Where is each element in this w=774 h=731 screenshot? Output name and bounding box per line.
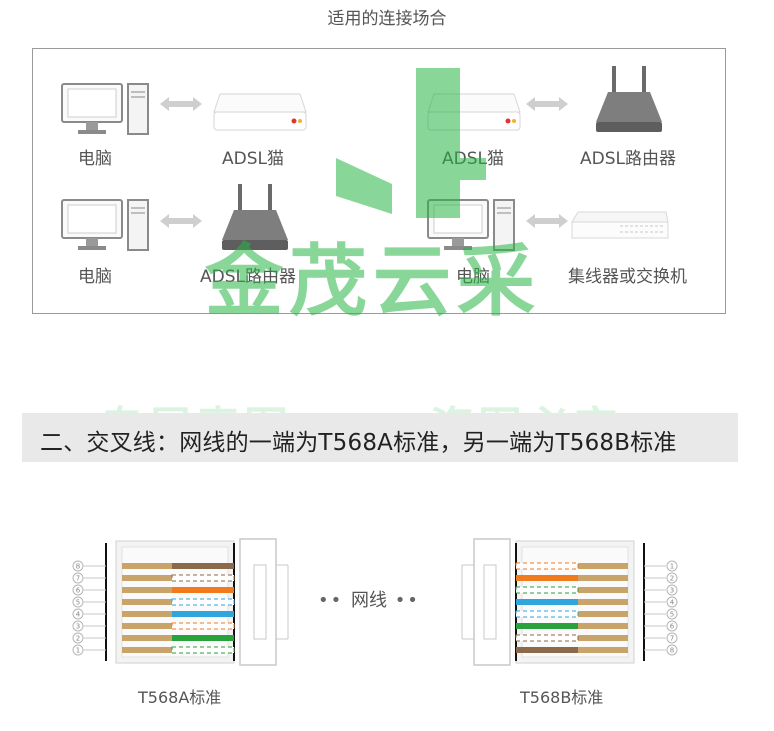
pin-number: 5 xyxy=(670,611,674,619)
watermark-text: 金茂云采 xyxy=(205,237,542,327)
pin-number: 8 xyxy=(670,647,674,655)
page-title: 适用的连接场合 xyxy=(327,9,447,29)
cable-label: •• 网线 •• xyxy=(318,590,420,611)
section-heading: 二、交叉线：网线的一端为T568A标准，另一端为T568B标准 xyxy=(40,430,677,456)
pin-number: 3 xyxy=(76,623,80,631)
scenario-label: ADSL猫 xyxy=(222,149,284,169)
network-switch-icon xyxy=(571,211,669,239)
pin-number: 6 xyxy=(670,623,675,631)
bidirectional-arrow-icon xyxy=(526,97,568,111)
scenario-label: 电脑 xyxy=(78,149,112,169)
pin-number: 7 xyxy=(670,635,674,643)
bidirectional-arrow-icon xyxy=(160,97,202,111)
connector-label: T568A标准 xyxy=(138,688,222,707)
watermark-logo-icon xyxy=(336,68,486,218)
pin-number: 6 xyxy=(76,587,81,595)
section-banner: 二、交叉线：网线的一端为T568A标准，另一端为T568B标准 xyxy=(22,413,738,462)
bidirectional-arrow-icon xyxy=(160,214,202,228)
scenario-label: 集线器或交换机 xyxy=(568,267,687,287)
pin-number: 4 xyxy=(670,599,675,607)
computer-icon xyxy=(61,199,149,251)
rj45-connector-t568b: 1 2 3 4 5 6 7 8 xyxy=(461,538,678,666)
scenario-label: ADSL路由器 xyxy=(580,149,676,169)
scenario-label: 电脑 xyxy=(78,267,112,287)
pin-number: 1 xyxy=(670,563,674,571)
scenario-label: 电脑 xyxy=(456,267,490,287)
adsl-router-icon xyxy=(596,66,662,132)
scenario-label: ADSL路由器 xyxy=(200,267,296,287)
adsl-modem-icon xyxy=(213,93,307,131)
pin-number: 4 xyxy=(76,611,81,619)
rj45-connector-t568a: 8 7 6 5 4 3 2 1 xyxy=(72,538,289,666)
pin-number: 2 xyxy=(76,635,80,643)
pin-number: 2 xyxy=(670,575,674,583)
pin-number: 3 xyxy=(670,587,674,595)
pin-number: 5 xyxy=(76,599,80,607)
adsl-router-icon xyxy=(222,184,288,250)
pin-number: 1 xyxy=(76,647,80,655)
bidirectional-arrow-icon xyxy=(526,214,568,228)
scenario-frame xyxy=(32,48,726,314)
connector-label: T568B标准 xyxy=(520,688,604,707)
pin-number: 7 xyxy=(76,575,80,583)
pin-number: 8 xyxy=(76,563,80,571)
computer-icon xyxy=(61,83,149,135)
